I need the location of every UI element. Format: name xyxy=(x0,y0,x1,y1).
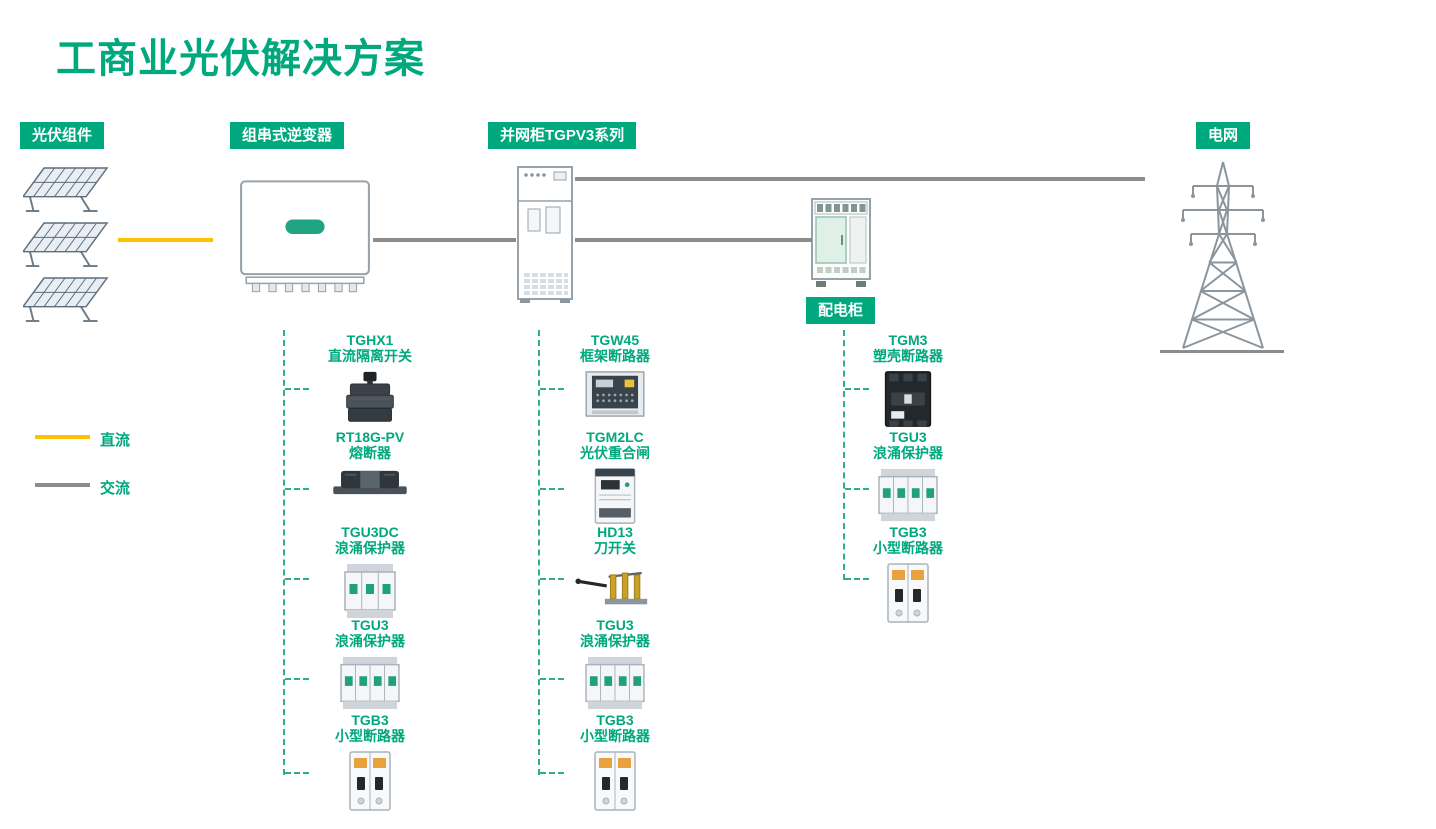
component-item: TGW45 框架断路器 xyxy=(545,332,685,423)
dashed-spine-inverter xyxy=(283,330,285,775)
component-model: HD13 xyxy=(597,524,633,540)
surge-protector-icon xyxy=(584,655,646,711)
ac-line-cabinet-to-dist xyxy=(575,238,812,242)
component-model: TGU3DC xyxy=(341,524,399,540)
component-model: TGB3 xyxy=(351,712,389,728)
component-model: TGM3 xyxy=(888,332,928,348)
component-name: 浪涌保护器 xyxy=(873,445,943,461)
component-name: 浪涌保护器 xyxy=(580,633,650,649)
label-power-grid: 电网 xyxy=(1196,122,1251,149)
legend-ac-label: 交流 xyxy=(100,480,131,497)
dashed-spine-grid-cabinet xyxy=(538,330,540,775)
component-item: TGU3 浪涌保护器 xyxy=(545,617,685,716)
component-item: RT18G-PV 熔断器 xyxy=(300,429,440,501)
dashed-tick xyxy=(285,488,309,490)
component-name: 光伏重合闸 xyxy=(580,445,650,461)
pv-recloser-icon xyxy=(593,467,637,525)
solar-panel-icon xyxy=(23,221,109,269)
component-name: 浪涌保护器 xyxy=(335,633,405,649)
component-model: TGM2LC xyxy=(586,429,644,445)
component-model: TGU3 xyxy=(889,429,927,445)
dashed-tick xyxy=(540,772,564,774)
label-inverter: 组串式逆变器 xyxy=(230,122,345,149)
surge-protector-icon xyxy=(343,562,397,620)
distribution-cabinet-icon xyxy=(810,197,872,289)
dashed-tick xyxy=(285,772,309,774)
component-item: TGHX1 直流隔离开关 xyxy=(300,332,440,431)
fuse-icon xyxy=(331,467,409,496)
component-item: TGU3 浪涌保护器 xyxy=(300,617,440,716)
miniature-circuit-breaker-icon xyxy=(886,562,930,624)
miniature-circuit-breaker-icon xyxy=(348,750,392,812)
legend-dc-label: 直流 xyxy=(100,432,131,449)
component-item: TGU3 浪涌保护器 xyxy=(838,429,978,528)
component-name: 小型断路器 xyxy=(580,728,650,744)
component-name: 浪涌保护器 xyxy=(335,540,405,556)
dc-isolator-switch-icon xyxy=(337,370,403,426)
component-item: TGU3DC 浪涌保护器 xyxy=(300,524,440,625)
component-name: 塑壳断路器 xyxy=(873,348,943,364)
string-inverter-icon xyxy=(238,178,372,294)
transmission-tower-icon xyxy=(1163,158,1283,354)
dashed-tick xyxy=(540,578,564,580)
dashed-tick xyxy=(285,678,309,680)
component-model: TGU3 xyxy=(351,617,389,633)
dashed-tick xyxy=(845,488,869,490)
dashed-spine-dist-cabinet xyxy=(843,330,845,580)
surge-protector-icon xyxy=(339,655,401,711)
page-title: 工商业光伏解决方案 xyxy=(56,37,425,81)
component-model: TGB3 xyxy=(889,524,927,540)
component-name: 直流隔离开关 xyxy=(328,348,412,364)
legend-dc-line xyxy=(35,435,90,439)
surge-protector-icon xyxy=(877,467,939,523)
dashed-tick xyxy=(285,388,309,390)
component-item: HD13 刀开关 xyxy=(545,524,685,613)
ac-line-cabinet-to-grid xyxy=(575,177,1145,181)
component-name: 小型断路器 xyxy=(873,540,943,556)
dc-line xyxy=(118,238,213,242)
component-model: TGW45 xyxy=(590,332,640,348)
label-dist-cabinet: 配电柜 xyxy=(806,297,876,324)
solar-panel-icon xyxy=(23,166,109,214)
component-item: TGM2LC 光伏重合闸 xyxy=(545,429,685,530)
component-item: TGB3 小型断路器 xyxy=(838,524,978,629)
molded-case-circuit-breaker-icon xyxy=(881,370,935,428)
component-item: TGB3 小型断路器 xyxy=(545,712,685,817)
component-model: TGU3 xyxy=(596,617,634,633)
ac-line-inverter-to-cabinet xyxy=(373,238,516,242)
dashed-tick xyxy=(540,388,564,390)
component-model: TGB3 xyxy=(596,712,634,728)
component-name: 刀开关 xyxy=(594,540,636,556)
dashed-tick xyxy=(285,578,309,580)
dashed-tick xyxy=(845,388,869,390)
component-item: TGM3 塑壳断路器 xyxy=(838,332,978,433)
dashed-tick xyxy=(540,678,564,680)
ground-line xyxy=(1160,350,1284,353)
label-grid-cabinet: 并网柜TGPV3系列 xyxy=(488,122,637,149)
grid-cabinet-icon xyxy=(516,165,574,305)
legend-ac-line xyxy=(35,483,90,487)
component-item: TGB3 小型断路器 xyxy=(300,712,440,817)
frame-circuit-breaker-icon xyxy=(584,370,646,418)
label-pv-modules: 光伏组件 xyxy=(20,122,105,149)
dashed-tick xyxy=(845,578,869,580)
dashed-tick xyxy=(540,488,564,490)
solar-panel-icon xyxy=(23,276,109,324)
component-model: TGHX1 xyxy=(346,332,394,348)
component-name: 熔断器 xyxy=(349,445,391,461)
knife-switch-icon xyxy=(571,562,659,608)
component-name: 小型断路器 xyxy=(335,728,405,744)
miniature-circuit-breaker-icon xyxy=(593,750,637,812)
component-model: RT18G-PV xyxy=(335,429,405,445)
component-name: 框架断路器 xyxy=(580,348,650,364)
